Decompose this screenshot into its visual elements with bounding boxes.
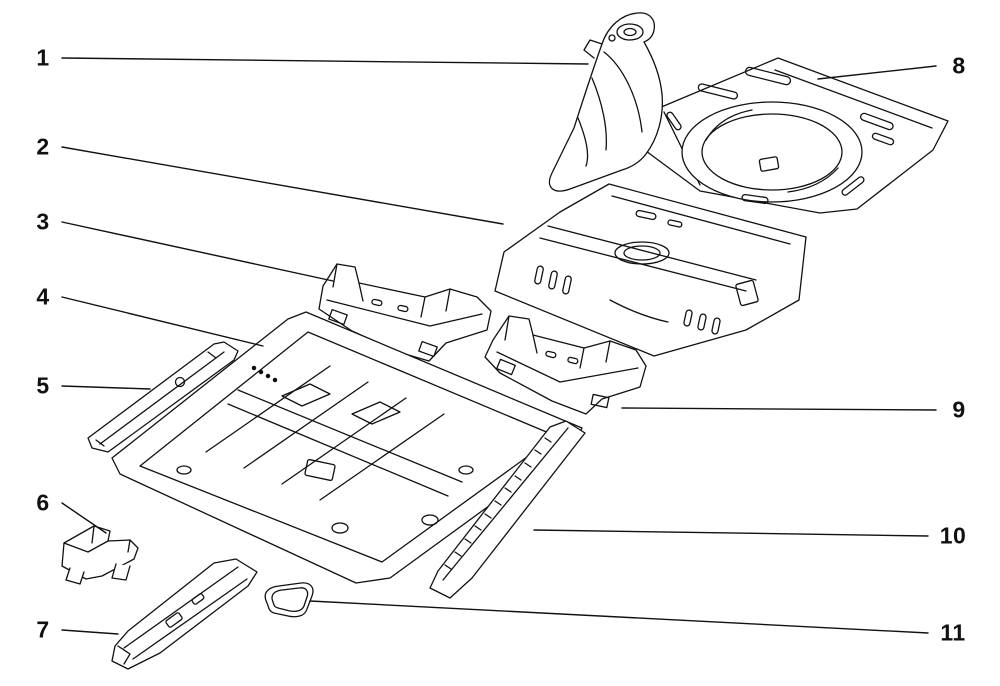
callout-2: 2 [36, 133, 50, 160]
callout-4: 4 [36, 283, 50, 310]
callout-5: 5 [36, 372, 50, 399]
part-small-plate-drawing [264, 582, 314, 618]
leader-line-9 [621, 407, 937, 411]
callout-1: 1 [36, 44, 50, 71]
callout-11: 11 [940, 619, 966, 646]
part-rear-floor-spare-well-drawing [645, 57, 949, 214]
part-crossmember-rear-drawing [484, 315, 647, 415]
part-side-rail-drawing [87, 341, 239, 453]
part-bracket-drawing [61, 525, 139, 585]
leader-line-5 [61, 385, 151, 390]
part-wheel-housing-drawing [548, 12, 664, 192]
leader-line-8 [817, 65, 937, 80]
leader-line-7 [61, 629, 119, 635]
callout-7: 7 [36, 616, 50, 643]
part-sill-rail-drawing [429, 420, 586, 599]
callout-10: 10 [939, 522, 967, 549]
part-center-floor-panel-drawing [111, 311, 583, 584]
part-front-rail-drawing [111, 558, 258, 670]
leader-line-1 [61, 57, 589, 65]
leader-line-4 [61, 296, 264, 347]
callout-6: 6 [36, 489, 50, 516]
callout-9: 9 [952, 396, 966, 423]
callout-3: 3 [36, 208, 50, 235]
callout-8: 8 [952, 52, 966, 79]
leader-line-3 [61, 221, 334, 282]
part-rear-seat-floor-panel-drawing [494, 183, 807, 357]
leader-line-2 [61, 146, 504, 225]
leader-line-6 [61, 502, 107, 534]
leader-line-11 [309, 600, 929, 634]
leader-lines [61, 57, 937, 635]
leader-line-10 [533, 529, 929, 537]
